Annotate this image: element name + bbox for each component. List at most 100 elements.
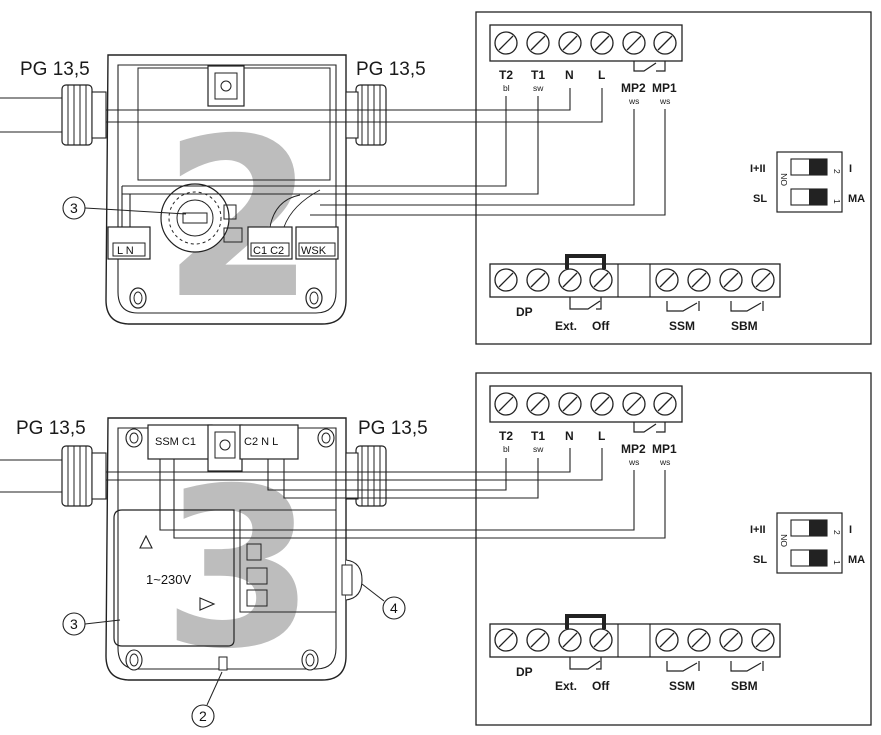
dip-label-ma: MA	[848, 193, 865, 205]
screw-terminal-t1	[526, 31, 550, 55]
dip-num-1: 1	[832, 199, 842, 204]
dip-on-label: ON	[779, 534, 789, 547]
top-gland-label-right: PG 13,5	[356, 59, 426, 80]
dip-label-i-ii: I+II	[750, 524, 766, 536]
screw-terminal-ssm1	[655, 628, 679, 652]
label-ext: Ext.	[555, 319, 577, 333]
ext-off-jumper	[565, 614, 606, 629]
label-sbm: SBM	[731, 679, 758, 693]
terminal-c2-n-l-label: C2 N L	[244, 436, 278, 448]
sublabel-bl: bl	[503, 444, 510, 454]
sublabel-bl: bl	[503, 83, 510, 93]
bottom-lower-terminal-strip	[489, 614, 781, 672]
sublabel-ws-mp1: ws	[659, 96, 670, 106]
terminal-ssm-c1-label: SSM C1	[155, 436, 196, 448]
screw-terminal-n	[558, 31, 582, 55]
screw-terminal-l	[590, 31, 614, 55]
top-left-cable-gland	[0, 84, 107, 146]
dip-num-2: 2	[832, 169, 842, 174]
label-mp1: MP1	[652, 81, 677, 95]
bottom-panel: T2 T1 N L MP2 MP1 bl sw ws ws ON 2 1 I+I…	[0, 372, 872, 728]
sublabel-ws-mp1: ws	[659, 457, 670, 467]
top-lower-terminal-strip	[489, 254, 781, 312]
screw-terminal-off	[589, 628, 613, 652]
top-wires	[106, 88, 666, 227]
screw-terminal-off	[589, 268, 613, 292]
label-n: N	[565, 429, 574, 443]
bottom-callout-3: 3	[70, 616, 78, 632]
sublabel-sw: sw	[533, 83, 544, 93]
label-sbm: SBM	[731, 319, 758, 333]
label-t2: T2	[499, 68, 513, 82]
bottom-callout-circle-4	[382, 596, 406, 620]
screw-terminal-mp1	[653, 31, 677, 55]
bottom-gland-label-right: PG 13,5	[358, 418, 428, 439]
label-ext: Ext.	[555, 679, 577, 693]
screw-terminal-ssm2	[687, 268, 711, 292]
dip-label-sl: SL	[753, 193, 767, 205]
screw-terminal-l	[590, 392, 614, 416]
top-dip-switch: ON 2 1	[776, 151, 843, 213]
screw-terminal-n	[558, 392, 582, 416]
terminal-wsk-label: WSK	[301, 245, 327, 257]
screw-terminal-sbm1	[719, 268, 743, 292]
voltage-label: 1~230V	[146, 572, 192, 587]
dip-label-sl: SL	[753, 554, 767, 566]
top-gland-label-left: PG 13,5	[20, 59, 90, 80]
top-right-cable-gland	[345, 84, 387, 146]
bottom-housing: 3 SSM C1 C2 N L	[105, 417, 363, 697]
screw-terminal-t2	[494, 31, 518, 55]
label-l: L	[598, 68, 605, 82]
bottom-upper-terminal-strip	[489, 385, 683, 433]
bottom-dip-switch: ON 2 1	[776, 512, 843, 574]
dip-label-i-ii: I+II	[750, 163, 766, 175]
dip-num-1: 1	[832, 560, 842, 565]
screw-terminal-mp1	[653, 392, 677, 416]
screw-terminal-ssm1	[655, 268, 679, 292]
screw-terminal-sbm2	[751, 268, 775, 292]
label-mp1: MP1	[652, 442, 677, 456]
sublabel-sw: sw	[533, 444, 544, 454]
label-off: Off	[592, 679, 610, 693]
screw-terminal-t1	[526, 392, 550, 416]
bottom-left-cable-gland	[0, 445, 107, 507]
screw-terminal-mp2	[622, 31, 646, 55]
dip-label-ma: MA	[848, 554, 865, 566]
label-ssm: SSM	[669, 679, 695, 693]
dip-label-i: I	[849, 163, 852, 175]
bottom-right-cable-gland	[345, 445, 387, 507]
label-n: N	[565, 68, 574, 82]
dip-num-2: 2	[832, 530, 842, 535]
bottom-callout-circle-2	[191, 704, 215, 728]
screw-terminal-dp1	[494, 628, 518, 652]
screw-terminal-dp2	[526, 268, 550, 292]
bottom-gland-label-left: PG 13,5	[16, 418, 86, 439]
top-panel: T2 T1 N L MP2 MP1 bl sw ws ws ON 2 1 I+I…	[0, 11, 872, 347]
sublabel-ws-mp2: ws	[628, 96, 639, 106]
label-t2: T2	[499, 429, 513, 443]
bottom-callout-2: 2	[199, 708, 207, 724]
bottom-callout-4: 4	[390, 600, 398, 616]
label-ssm: SSM	[669, 319, 695, 333]
top-housing: 2 L N C1 C2	[105, 54, 347, 347]
label-mp2: MP2	[621, 81, 646, 95]
bottom-wires	[106, 448, 666, 539]
bottom-big-number: 3	[162, 441, 315, 697]
label-mp2: MP2	[621, 442, 646, 456]
sublabel-ws-mp2: ws	[628, 457, 639, 467]
screw-terminal-ext	[558, 268, 582, 292]
ext-off-jumper	[565, 254, 606, 269]
dip-on-label: ON	[779, 173, 789, 186]
terminal-c1-c2-label: C1 C2	[253, 245, 284, 257]
label-t1: T1	[531, 68, 545, 82]
screw-terminal-dp1	[494, 268, 518, 292]
screw-terminal-sbm2	[751, 628, 775, 652]
label-l: L	[598, 429, 605, 443]
screw-terminal-t2	[494, 392, 518, 416]
label-dp: DP	[516, 665, 533, 679]
terminal-l-n-label: L N	[117, 245, 134, 257]
screw-terminal-ssm2	[687, 628, 711, 652]
screw-terminal-sbm1	[719, 628, 743, 652]
top-module-frame	[475, 11, 872, 345]
bottom-module-frame	[475, 372, 872, 726]
